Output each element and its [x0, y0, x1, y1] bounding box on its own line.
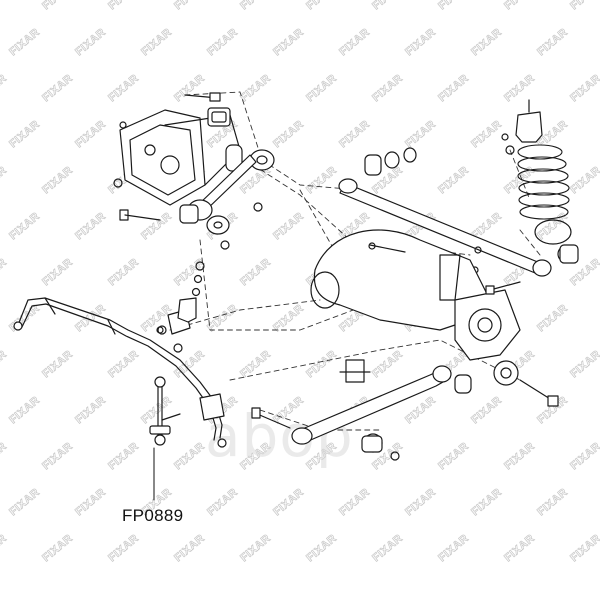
- lower-control-arm: [291, 365, 452, 445]
- axle-bolt: [485, 281, 521, 295]
- brand-watermark: abop: [205, 402, 354, 470]
- upper-mount-bushing: [207, 107, 231, 127]
- upper-lateral-rod: [338, 178, 552, 277]
- stabilizer-link-fp0889: [149, 376, 181, 446]
- upper-rod-bushings: [364, 147, 417, 176]
- lower-arm-bushings: [339, 359, 472, 461]
- axle-housing: [310, 229, 521, 361]
- spring-seat: [534, 219, 579, 264]
- washer-stack: [156, 261, 205, 334]
- hub-bushing: [493, 360, 559, 407]
- lateral-rod-upper: [179, 154, 257, 235]
- stabilizer-bushing-right: [199, 393, 227, 448]
- coil-spring: [517, 144, 570, 220]
- upper-bolt: [184, 92, 221, 102]
- bump-stop: [515, 99, 543, 143]
- part-number-label: FP0889: [122, 506, 184, 525]
- small-fasteners-upper: [113, 121, 263, 250]
- lower-arm-bolts: [251, 407, 291, 429]
- upper-mount-bracket: [119, 109, 241, 206]
